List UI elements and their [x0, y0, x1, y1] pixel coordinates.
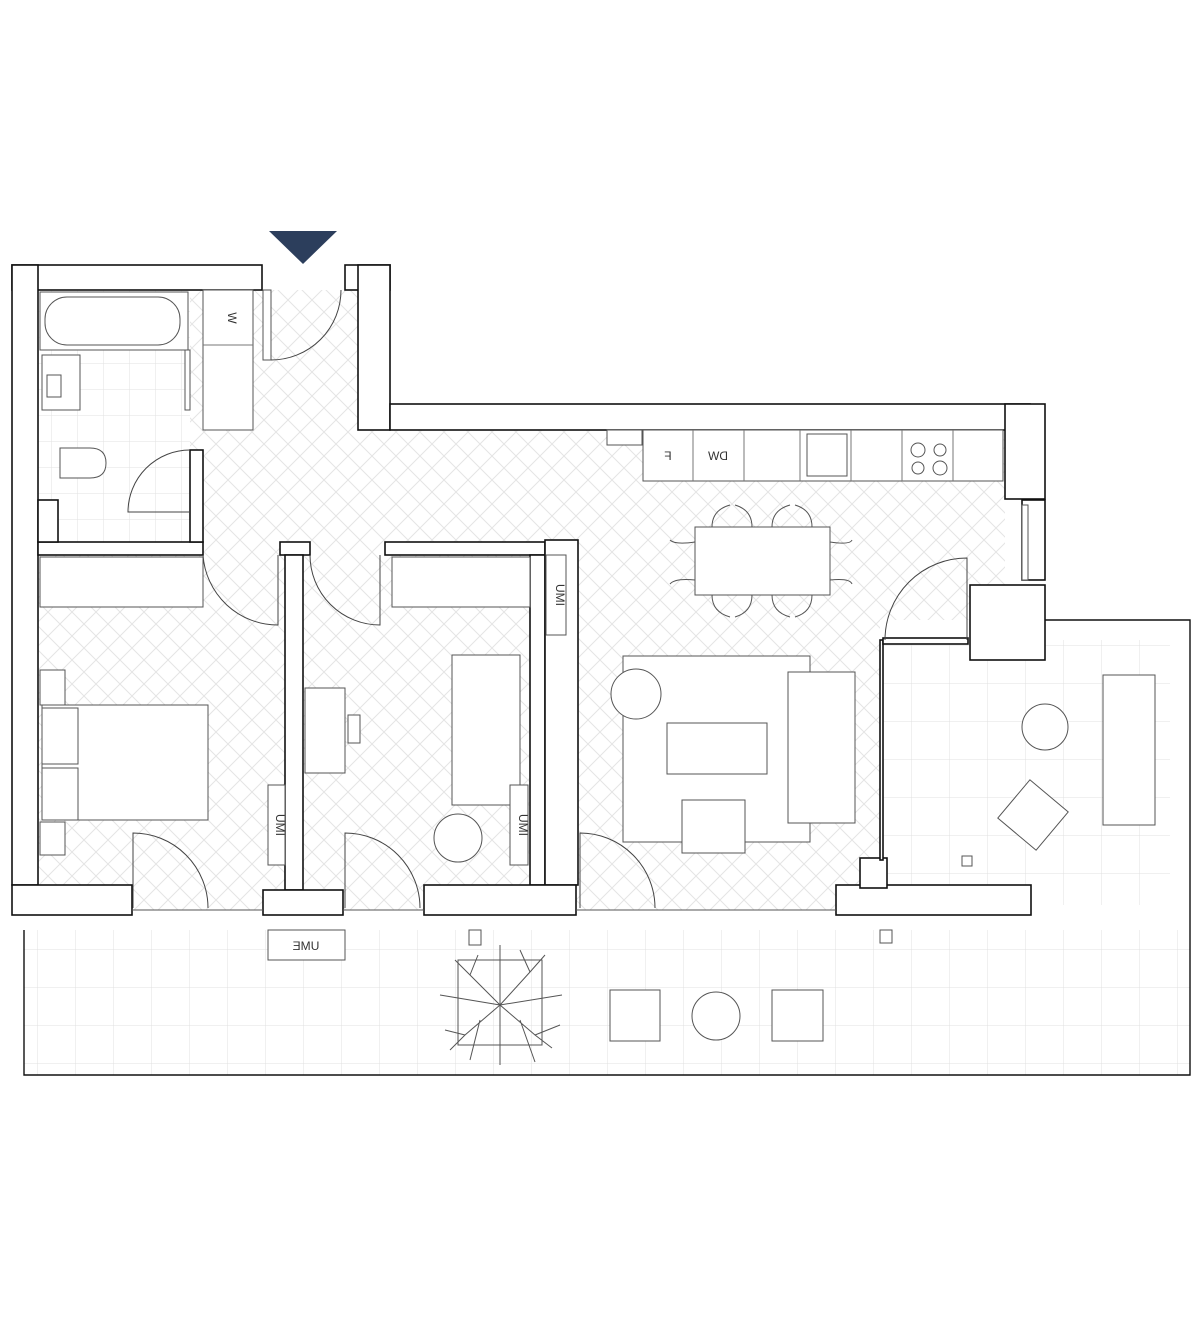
washer-cabinet [202, 289, 254, 431]
walls [11, 264, 1046, 916]
dishwasher-label: DW [707, 449, 728, 463]
washer-label: W [225, 312, 239, 324]
entrance-door [270, 289, 342, 361]
imu-label-bedroom2: IMU [516, 814, 530, 836]
desk [304, 687, 346, 774]
toilet [59, 447, 107, 479]
coffee-table [666, 722, 768, 775]
terrace [267, 929, 893, 1065]
bedroom-1 [39, 554, 286, 909]
dining-table [669, 504, 853, 618]
sofa-bed [451, 654, 521, 806]
tree-icon [439, 945, 563, 1065]
ume-box [267, 929, 346, 961]
entrance-marker [269, 231, 337, 264]
bedroom-2 [304, 554, 567, 909]
fridge-label: F [664, 449, 671, 463]
kitchen-sink [806, 433, 848, 477]
sofa [787, 671, 856, 824]
living-room [579, 557, 968, 909]
ume-label: UME [293, 939, 320, 953]
imu-label-hall: IMU [553, 584, 567, 606]
balcony-sofa [1102, 674, 1156, 826]
bathroom [39, 291, 191, 513]
imu-label-bedroom1: IMU [273, 814, 287, 836]
armchair [681, 799, 746, 854]
terrace-outline [23, 619, 1191, 1076]
kitchen [606, 429, 1004, 482]
balcony [961, 674, 1156, 867]
